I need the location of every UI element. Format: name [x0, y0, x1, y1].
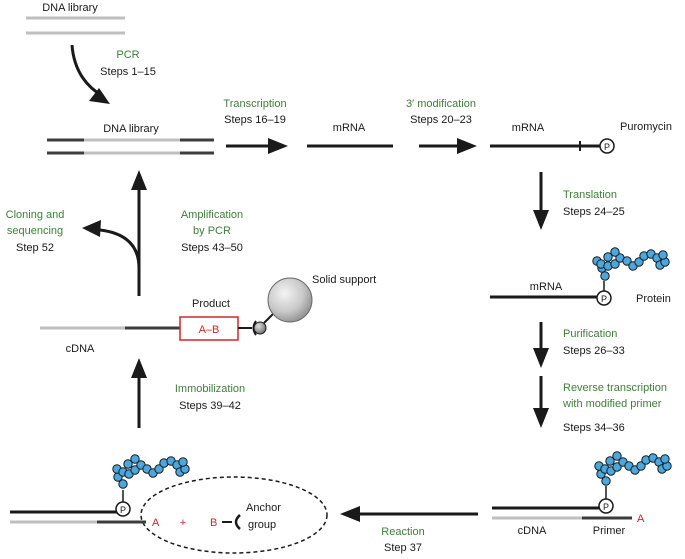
- amplification-step-name-line2: by PCR: [193, 225, 231, 237]
- modification-step-name: 3′ modification: [406, 98, 476, 110]
- transcription-arrowhead: [268, 138, 288, 154]
- primer-label: Primer: [593, 525, 626, 537]
- modification-arrowhead: [457, 138, 477, 154]
- bottom-a-label: A: [152, 517, 160, 529]
- rt-arrowhead: [533, 408, 549, 428]
- bottom-plus-label: +: [180, 517, 186, 529]
- cloning-steps: Step 52: [16, 242, 54, 254]
- immobilization-arrowhead: [131, 358, 147, 378]
- row1-library-label: DNA library: [103, 123, 159, 135]
- reaction-step-name: Reaction: [381, 526, 424, 538]
- anchor-label-line1: Anchor: [246, 502, 281, 514]
- product-box-label: A–B: [199, 324, 220, 336]
- purification-arrowhead: [533, 348, 549, 368]
- top-library-label: DNA library: [42, 2, 98, 14]
- left-small-bead: [253, 321, 267, 335]
- product-label: Product: [192, 298, 230, 310]
- modification-steps: Steps 20–23: [410, 114, 472, 126]
- bottom-right-cdna-label: cDNA: [518, 525, 547, 537]
- anchor-label-line2: group: [248, 519, 276, 531]
- reaction-arrowhead: [340, 506, 360, 522]
- cloning-arrowhead: [82, 220, 101, 237]
- right-mrna-label: mRNA: [530, 281, 563, 293]
- purification-steps: Steps 26–33: [563, 345, 625, 357]
- cloning-step-name-line2: sequencing: [7, 225, 63, 237]
- top-dna-library: [26, 16, 125, 35]
- row1-puromycin-circle: [599, 138, 615, 154]
- bottom-left-protein-beads: [112, 454, 190, 489]
- immobilization-step-name: Immobilization: [175, 383, 245, 395]
- cloning-arrow: [99, 228, 141, 269]
- rt-step-name-line1: Reverse transcription: [563, 382, 667, 394]
- anchor-cup: [234, 514, 241, 530]
- bottom-right-p-circle: [598, 498, 614, 514]
- row1-p-symbol: P: [604, 142, 610, 152]
- pcr-arrow: [70, 44, 104, 98]
- immobilization-steps: Steps 39–42: [179, 400, 241, 412]
- row1-mrna-label: mRNA: [333, 122, 366, 134]
- transcription-steps: Steps 16–19: [224, 114, 286, 126]
- pcr-arrowhead: [89, 88, 110, 104]
- solid-support-sphere: [267, 277, 313, 323]
- solid-support-label: Solid support: [312, 274, 376, 286]
- row1-dna-library: [47, 138, 214, 155]
- right-protein-beads: [592, 247, 670, 281]
- bottom-right-a-label: A: [637, 513, 645, 525]
- bottom-left-p-circle: [115, 501, 131, 517]
- transcription-step-name: Transcription: [223, 98, 286, 110]
- pcr-steps: Steps 1–15: [100, 66, 156, 78]
- amplification-steps: Steps 43–50: [181, 242, 243, 254]
- protein-label: Protein: [636, 293, 671, 305]
- bottom-right-p-symbol: P: [603, 502, 609, 512]
- amplification-step-name-line1: Amplification: [181, 209, 243, 221]
- pcr-step-name: PCR: [116, 49, 139, 61]
- bottom-left-p-symbol: P: [120, 505, 126, 515]
- right-p-circle: [596, 290, 612, 306]
- translation-arrowhead: [533, 210, 549, 230]
- translation-step-name: Translation: [563, 189, 617, 201]
- left-cdna-label: cDNA: [66, 343, 95, 355]
- puromycin-label: Puromycin: [620, 121, 672, 133]
- reaction-steps: Step 37: [384, 542, 422, 554]
- cloning-step-name-line1: Cloning and: [6, 209, 65, 221]
- bottom-b-label: B: [210, 517, 217, 529]
- reaction-ellipse: [140, 476, 328, 554]
- rt-step-name-line2: with modified primer: [562, 398, 662, 410]
- rt-steps: Steps 34–36: [563, 422, 625, 434]
- right-p-symbol: P: [601, 294, 607, 304]
- purification-step-name: Purification: [563, 328, 617, 340]
- bottom-right-protein-beads: [594, 451, 672, 486]
- amplification-arrowhead: [131, 170, 147, 190]
- row1-mrna2-label: mRNA: [512, 122, 545, 134]
- translation-steps: Steps 24–25: [563, 206, 625, 218]
